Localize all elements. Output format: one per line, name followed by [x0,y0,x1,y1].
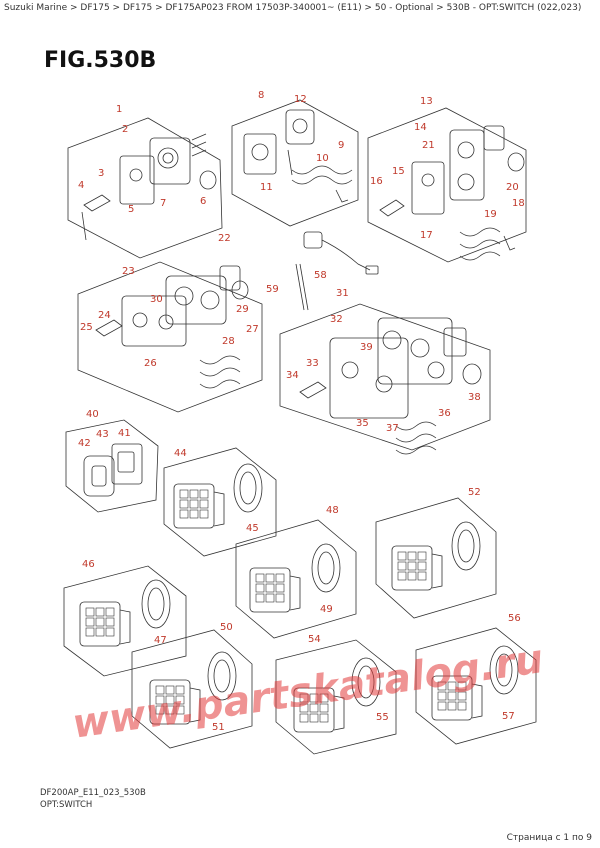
part-callout-56[interactable]: 56 [508,613,521,624]
panel-56-outline [415,627,537,745]
part-callout-58[interactable]: 58 [314,270,327,281]
part-callout-51[interactable]: 51 [212,722,225,733]
panel-13-outline [367,107,527,263]
panel-44-outline [163,447,277,557]
part-callout-6[interactable]: 6 [200,196,206,207]
page-indicator[interactable]: Страница с 1 по 9 [506,833,592,843]
figure-caption: OPT:SWITCH [40,800,93,810]
part-callout-36[interactable]: 36 [438,408,451,419]
part-callout-21[interactable]: 21 [422,140,435,151]
keypad-54 [293,657,381,733]
part-callout-47[interactable]: 47 [154,635,167,646]
part-callout-18[interactable]: 18 [512,198,525,209]
part-callout-32[interactable]: 32 [330,314,343,325]
panel-8-outline [231,99,359,227]
lanyard-connector-58 [295,231,379,311]
part-callout-55[interactable]: 55 [376,712,389,723]
part-callout-40[interactable]: 40 [86,409,99,420]
part-callout-9[interactable]: 9 [338,140,344,151]
panel-48-outline [235,519,357,639]
panel-23-outline [77,261,263,413]
part-callout-20[interactable]: 20 [506,182,519,193]
part-callout-44[interactable]: 44 [174,448,187,459]
part-callout-13[interactable]: 13 [420,96,433,107]
keypad-50 [149,651,237,725]
keypad-46 [79,579,171,647]
part-callout-42[interactable]: 42 [78,438,91,449]
part-callout-22[interactable]: 22 [218,233,231,244]
switch-assembly-40 [83,443,143,497]
part-callout-41[interactable]: 41 [118,428,131,439]
part-callout-37[interactable]: 37 [386,423,399,434]
part-callout-27[interactable]: 27 [246,324,259,335]
part-callout-23[interactable]: 23 [122,266,135,277]
keypad-56 [431,645,519,721]
panel-31-outline [279,303,491,451]
part-callout-31[interactable]: 31 [336,288,349,299]
part-callout-16[interactable]: 16 [370,176,383,187]
part-callout-46[interactable]: 46 [82,559,95,570]
part-callout-43[interactable]: 43 [96,429,109,440]
part-callout-26[interactable]: 26 [144,358,157,369]
switch-assembly-1 [81,133,217,241]
switch-assembly-13 [379,125,525,261]
part-callout-15[interactable]: 15 [392,166,405,177]
part-callout-33[interactable]: 33 [306,358,319,369]
keypad-44 [173,463,263,529]
part-callout-1[interactable]: 1 [116,104,122,115]
drawing-code: DF200AP_E11_023_530B [40,788,146,798]
panel-52-outline [375,497,497,619]
figure-title: FIG.530B [44,48,157,73]
part-callout-59[interactable]: 59 [266,284,279,295]
part-callout-8[interactable]: 8 [258,90,264,101]
part-callout-24[interactable]: 24 [98,310,111,321]
part-callout-10[interactable]: 10 [316,153,329,164]
part-callout-38[interactable]: 38 [468,392,481,403]
switch-assembly-23 [95,265,249,389]
part-callout-57[interactable]: 57 [502,711,515,722]
breadcrumb: Suzuki Marine > DF175 > DF175 > DF175AP0… [4,3,582,13]
part-callout-34[interactable]: 34 [286,370,299,381]
part-callout-25[interactable]: 25 [80,322,93,333]
panel-1-outline [67,117,223,259]
part-callout-29[interactable]: 29 [236,304,249,315]
part-callout-4[interactable]: 4 [78,180,84,191]
part-callout-19[interactable]: 19 [484,209,497,220]
part-callout-45[interactable]: 45 [246,523,259,534]
part-callout-28[interactable]: 28 [222,336,235,347]
part-callout-50[interactable]: 50 [220,622,233,633]
part-callout-17[interactable]: 17 [420,230,433,241]
part-callout-35[interactable]: 35 [356,418,369,429]
panel-50-outline [131,629,253,749]
part-callout-54[interactable]: 54 [308,634,321,645]
keypad-52 [391,521,481,591]
part-callout-12[interactable]: 12 [294,94,307,105]
switch-assembly-8 [243,109,353,203]
keypad-48 [249,543,341,613]
part-callout-3[interactable]: 3 [98,168,104,179]
part-callout-30[interactable]: 30 [150,294,163,305]
watermark: www.partskatalog.ru [69,636,546,748]
part-callout-52[interactable]: 52 [468,487,481,498]
panel-40-outline [65,419,159,513]
part-callout-11[interactable]: 11 [260,182,273,193]
part-callout-39[interactable]: 39 [360,342,373,353]
switch-assembly-31 [299,317,482,455]
part-callout-7[interactable]: 7 [160,198,166,209]
part-callout-49[interactable]: 49 [320,604,333,615]
part-callout-5[interactable]: 5 [128,204,134,215]
part-callout-2[interactable]: 2 [122,124,128,135]
panel-46-outline [63,565,187,677]
panel-54-outline [275,639,397,755]
part-callout-48[interactable]: 48 [326,505,339,516]
part-callout-14[interactable]: 14 [414,122,427,133]
